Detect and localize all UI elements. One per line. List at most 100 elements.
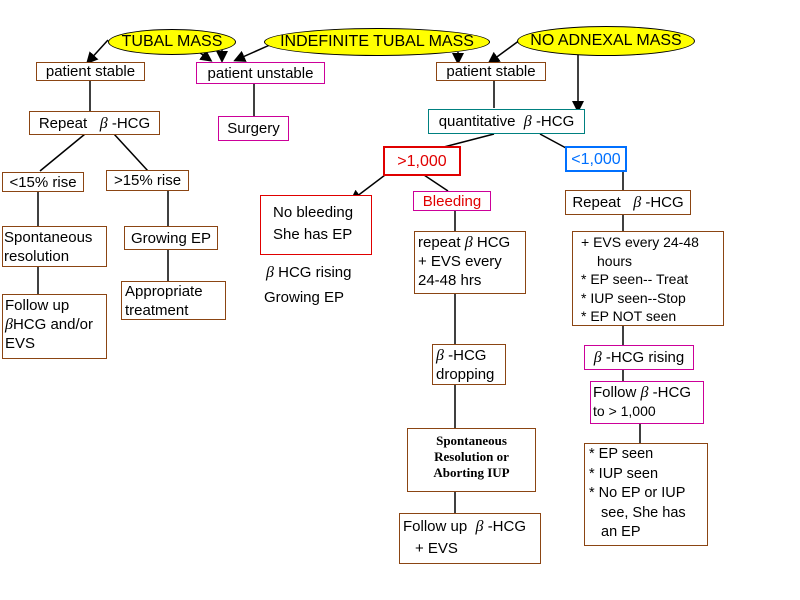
lt15-rise-box: <15% rise — [2, 172, 84, 192]
spont-line-3: Aborting IUP — [433, 465, 510, 480]
no-adnexal-mass-oval: NO ADNEXAL MASS — [517, 26, 695, 56]
final-line-4: see, She has — [601, 504, 686, 521]
patient-unstable-box: patient unstable — [196, 62, 325, 84]
gt15-rise-text: >15% rise — [113, 172, 182, 189]
no-bleeding-line-1: No bleeding — [273, 204, 354, 221]
final-line-1: * EP seen — [589, 446, 654, 462]
follow-up-box: Follow up βHCG and/or EVS — [2, 294, 107, 359]
beta-symbol: β — [523, 113, 532, 130]
left-patient-stable-box: patient stable — [36, 62, 145, 81]
beta-symbol: β — [640, 384, 649, 401]
beta-symbol: β — [475, 518, 484, 535]
appropriate-line-2: treatment — [125, 302, 189, 319]
beta-symbol: β — [436, 347, 444, 364]
followup-line-1a: Follow up — [403, 518, 468, 535]
lt15-rise-text: <15% rise — [9, 173, 77, 191]
rising-right-text: -HCG rising — [605, 349, 685, 366]
appropriate-line-1: Appropriate — [125, 283, 203, 300]
beta-symbol: β — [266, 264, 274, 281]
follow-up-evs-box: Follow up β -HCG + EVS — [399, 513, 541, 564]
surgery-box: Surgery — [218, 116, 289, 141]
beta-symbol: β — [5, 316, 13, 333]
spontaneous-resolution-box: Spontaneous resolution — [2, 226, 107, 267]
final-line-2: * IUP seen — [589, 465, 659, 482]
final-line-5: an EP — [601, 524, 641, 540]
spontaneous-line-1: Spontaneous — [4, 229, 93, 246]
quantitative-hcg-box: quantitative β -HCG — [428, 109, 585, 134]
bleeding-box: Bleeding — [413, 191, 491, 211]
follow-right-line-2: to > 1,000 — [593, 403, 656, 419]
tubal-mass-label: TUBAL MASS — [121, 33, 223, 50]
evs-line-2: hours — [597, 252, 633, 269]
repeat-evs-box: repeat β HCG + EVS every 24-48 hrs — [414, 231, 526, 294]
quantitative-prefix: quantitative — [438, 113, 516, 130]
lt1000-text: <1,000 — [571, 150, 621, 168]
hcg-rising-text: β HCG rising — [266, 263, 352, 282]
repeat-hcg-right-box: Repeat β -HCG — [565, 190, 691, 215]
repeat-hcg-suffix: -HCG — [111, 114, 151, 132]
surgery-text: Surgery — [227, 120, 280, 137]
follow-up-line-1: Follow up — [5, 297, 70, 314]
beta-symbol: β — [633, 194, 642, 211]
spontaneous-line-2: resolution — [4, 248, 70, 265]
indefinite-tubal-mass-oval: INDEFINITE TUBAL MASS — [264, 28, 490, 56]
no-bleeding-line-2: She has EP — [273, 226, 353, 243]
arrow-noadnexal-to-stable — [487, 39, 521, 64]
dropping-line-2: dropping — [436, 366, 495, 383]
hcg-rising-right-box: β -HCG rising — [584, 345, 694, 370]
no-adnexal-mass-label: NO ADNEXAL MASS — [530, 32, 682, 49]
indefinite-tubal-mass-label: INDEFINITE TUBAL MASS — [280, 33, 474, 50]
repeat-hcg-box: Repeat β -HCG — [29, 111, 160, 135]
repeat-evs-line-3: 24-48 hrs — [418, 272, 482, 289]
repeat-right-suffix: -HCG — [645, 194, 684, 211]
hcg-rising-label: HCG rising — [278, 264, 352, 281]
arrow-tubal-to-stable — [85, 39, 109, 65]
evs-line-5: * EP NOT seen — [581, 308, 677, 325]
follow-right-line-1b: -HCG — [652, 384, 691, 401]
evs-every-box: + EVS every 24-48 hours * EP seen-- Trea… — [572, 231, 724, 326]
repeat-evs-line-1b: HCG — [476, 234, 511, 251]
appropriate-treatment-box: Appropriate treatment — [121, 281, 226, 320]
growing-ep-box: Growing EP — [124, 226, 218, 250]
evs-line-1: + EVS every 24-48 — [581, 234, 699, 250]
growing-ep-mid-text: Growing EP — [264, 288, 344, 307]
follow-right-line-1a: Follow — [593, 384, 637, 401]
beta-symbol: β — [99, 114, 108, 132]
beta-symbol: β — [464, 234, 473, 251]
final-line-3: * No EP or IUP — [589, 485, 686, 501]
final-outcome-box: * EP seen * IUP seen * No EP or IUP see,… — [584, 443, 708, 546]
followup-line-1b: -HCG — [487, 518, 527, 535]
repeat-evs-line-2: + EVS every — [418, 253, 502, 270]
follow-up-line-3: EVS — [5, 335, 36, 352]
followup-line-2: + EVS — [415, 540, 458, 557]
spontaneous-resolution-aborting-box: Spontaneous Resolution or Aborting IUP — [407, 428, 536, 492]
evs-line-3: * EP seen-- Treat — [581, 271, 689, 288]
lt1000-box: <1,000 — [565, 146, 627, 172]
follow-to-1000-box: Follow β -HCG to > 1,000 — [590, 381, 704, 424]
right-patient-stable-box: patient stable — [436, 62, 546, 81]
spont-line-1: Spontaneous — [436, 433, 507, 448]
no-bleeding-box: No bleeding She has EP — [260, 195, 372, 255]
right-patient-stable-text: patient stable — [446, 63, 536, 80]
follow-up-line-2: HCG and/or — [12, 316, 94, 333]
beta-symbol: β — [593, 349, 602, 366]
quantitative-suffix: -HCG — [535, 113, 575, 130]
growing-ep-mid-label: Growing EP — [264, 289, 345, 306]
spont-line-2: Resolution or — [434, 449, 509, 464]
hcg-dropping-box: β -HCG dropping — [432, 344, 506, 385]
bleeding-text: Bleeding — [422, 192, 482, 210]
repeat-evs-line-1a: repeat — [418, 234, 461, 251]
tubal-mass-oval: TUBAL MASS — [108, 29, 236, 55]
gt15-rise-box: >15% rise — [106, 170, 189, 191]
left-patient-stable-text: patient stable — [45, 63, 136, 80]
growing-ep-text: Growing EP — [130, 229, 212, 247]
gt1000-text: >1,000 — [397, 152, 447, 170]
arrow-indef-to-unstable — [233, 43, 273, 62]
patient-unstable-text: patient unstable — [207, 64, 314, 82]
repeat-hcg-prefix: Repeat — [38, 114, 88, 132]
evs-line-4: * IUP seen--Stop — [581, 289, 686, 306]
repeat-right-prefix: Repeat — [572, 194, 621, 211]
gt1000-box: >1,000 — [383, 146, 461, 176]
